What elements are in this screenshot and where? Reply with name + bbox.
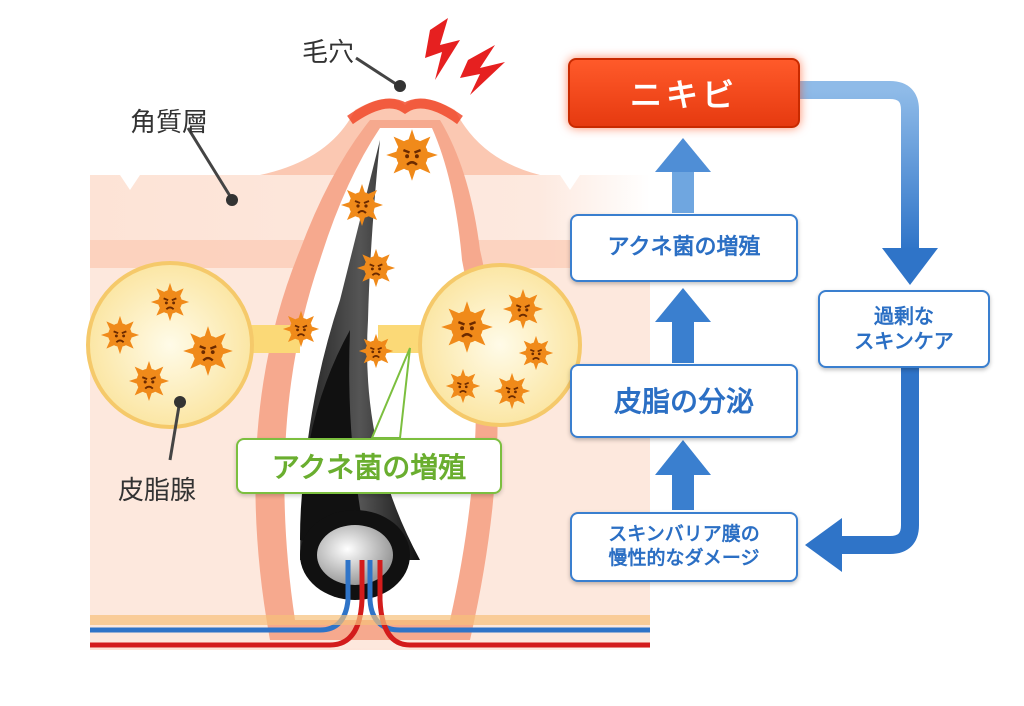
sebaceous-gland-label: 皮脂腺 bbox=[118, 476, 197, 506]
flow-barrier-damage: スキンバリア膜の 慢性的なダメージ bbox=[570, 512, 798, 582]
flow-barrier-damage-line1: スキンバリア膜の bbox=[608, 523, 760, 546]
flow-excess-skincare-line1: 過剰な bbox=[874, 304, 934, 328]
flow-bacteria-growth: アクネ菌の増殖 bbox=[570, 214, 798, 282]
flow-excess-skincare-line2: スキンケア bbox=[854, 329, 954, 353]
flow-excess-skincare: 過剰な スキンケア bbox=[818, 290, 990, 368]
flow-sebum-secretion: 皮脂の分泌 bbox=[570, 364, 798, 438]
pain-bolt-icon bbox=[460, 45, 505, 95]
pore-label: 毛穴 bbox=[302, 38, 355, 68]
flow-barrier-damage-line2: 慢性的なダメージ bbox=[608, 547, 760, 569]
pain-bolt-icon bbox=[425, 18, 460, 80]
callout-bacteria-growth: アクネ菌の増殖 bbox=[236, 438, 502, 494]
stratum-corneum-label: 角質層 bbox=[130, 108, 209, 138]
flow-acne: ニキビ bbox=[568, 58, 800, 128]
